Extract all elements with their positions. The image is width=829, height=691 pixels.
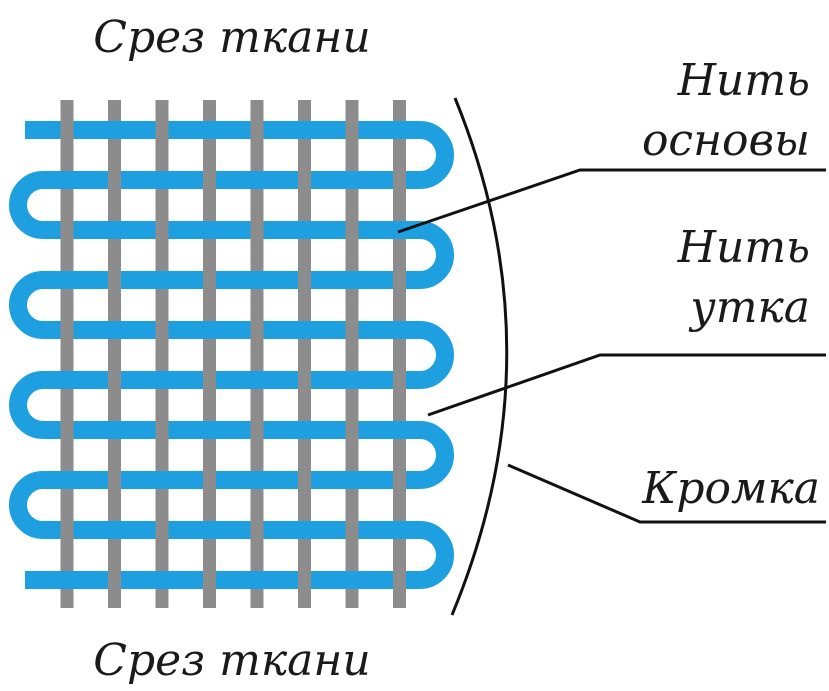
- top-cut-label: Срез ткани: [93, 12, 370, 63]
- weft-thread-leader: [427, 353, 826, 417]
- warp-over-crossing: [298, 169, 311, 191]
- warp-over-crossing: [203, 269, 216, 291]
- warp-over-crossing: [393, 169, 406, 191]
- warp-over-crossing: [203, 469, 216, 491]
- warp-over-crossing: [345, 219, 359, 241]
- warp-over-crossing: [298, 569, 311, 591]
- warp-over-crossing: [108, 469, 121, 491]
- warp-over-crossing: [155, 219, 169, 241]
- warp-over-crossing: [250, 319, 264, 341]
- weft-thread: [9, 121, 454, 589]
- selvage-leader: [507, 463, 826, 524]
- warp-over-crossing: [203, 169, 216, 191]
- warp-over-crossing: [298, 469, 311, 491]
- warp-over-crossing: [250, 419, 264, 441]
- warp-over-crossing: [345, 119, 359, 141]
- selvage-label: Кромка: [641, 463, 820, 514]
- warp-over-crossing: [298, 369, 311, 391]
- warp-over-crossing: [250, 119, 264, 141]
- weft-thread-label-line1: Нить: [677, 222, 810, 273]
- warp-over-crossing: [393, 369, 406, 391]
- warp-over-crossing: [155, 119, 169, 141]
- warp-over-crossing: [155, 319, 169, 341]
- warp-thread-label-line2: основы: [642, 115, 810, 166]
- warp-over-crossing: [250, 219, 264, 241]
- warp-over-crossing: [155, 519, 169, 541]
- warp-over-crossing: [108, 569, 121, 591]
- warp-over-crossing: [108, 269, 121, 291]
- warp-over-crossing: [60, 519, 74, 541]
- warp-thread-label-line1: Нить: [677, 55, 810, 106]
- warp-over-crossing: [60, 319, 74, 341]
- bottom-cut-label: Срез ткани: [93, 635, 370, 686]
- warp-over-crossing: [393, 469, 406, 491]
- warp-over-crossing: [345, 419, 359, 441]
- selvage-edge-arc: [450, 97, 509, 616]
- warp-over-crossing: [203, 569, 216, 591]
- warp-over-crossing: [203, 369, 216, 391]
- warp-threads-over: [60, 119, 406, 591]
- warp-thread-leader: [397, 168, 826, 234]
- warp-over-crossing: [60, 419, 74, 441]
- warp-over-crossing: [60, 219, 74, 241]
- warp-over-crossing: [393, 569, 406, 591]
- weft-thread-label-line2: утка: [688, 282, 810, 333]
- warp-over-crossing: [345, 519, 359, 541]
- warp-over-crossing: [250, 519, 264, 541]
- warp-over-crossing: [155, 419, 169, 441]
- warp-over-crossing: [108, 369, 121, 391]
- warp-over-crossing: [108, 169, 121, 191]
- warp-over-crossing: [60, 119, 74, 141]
- warp-over-crossing: [345, 319, 359, 341]
- warp-over-crossing: [393, 269, 406, 291]
- warp-over-crossing: [298, 269, 311, 291]
